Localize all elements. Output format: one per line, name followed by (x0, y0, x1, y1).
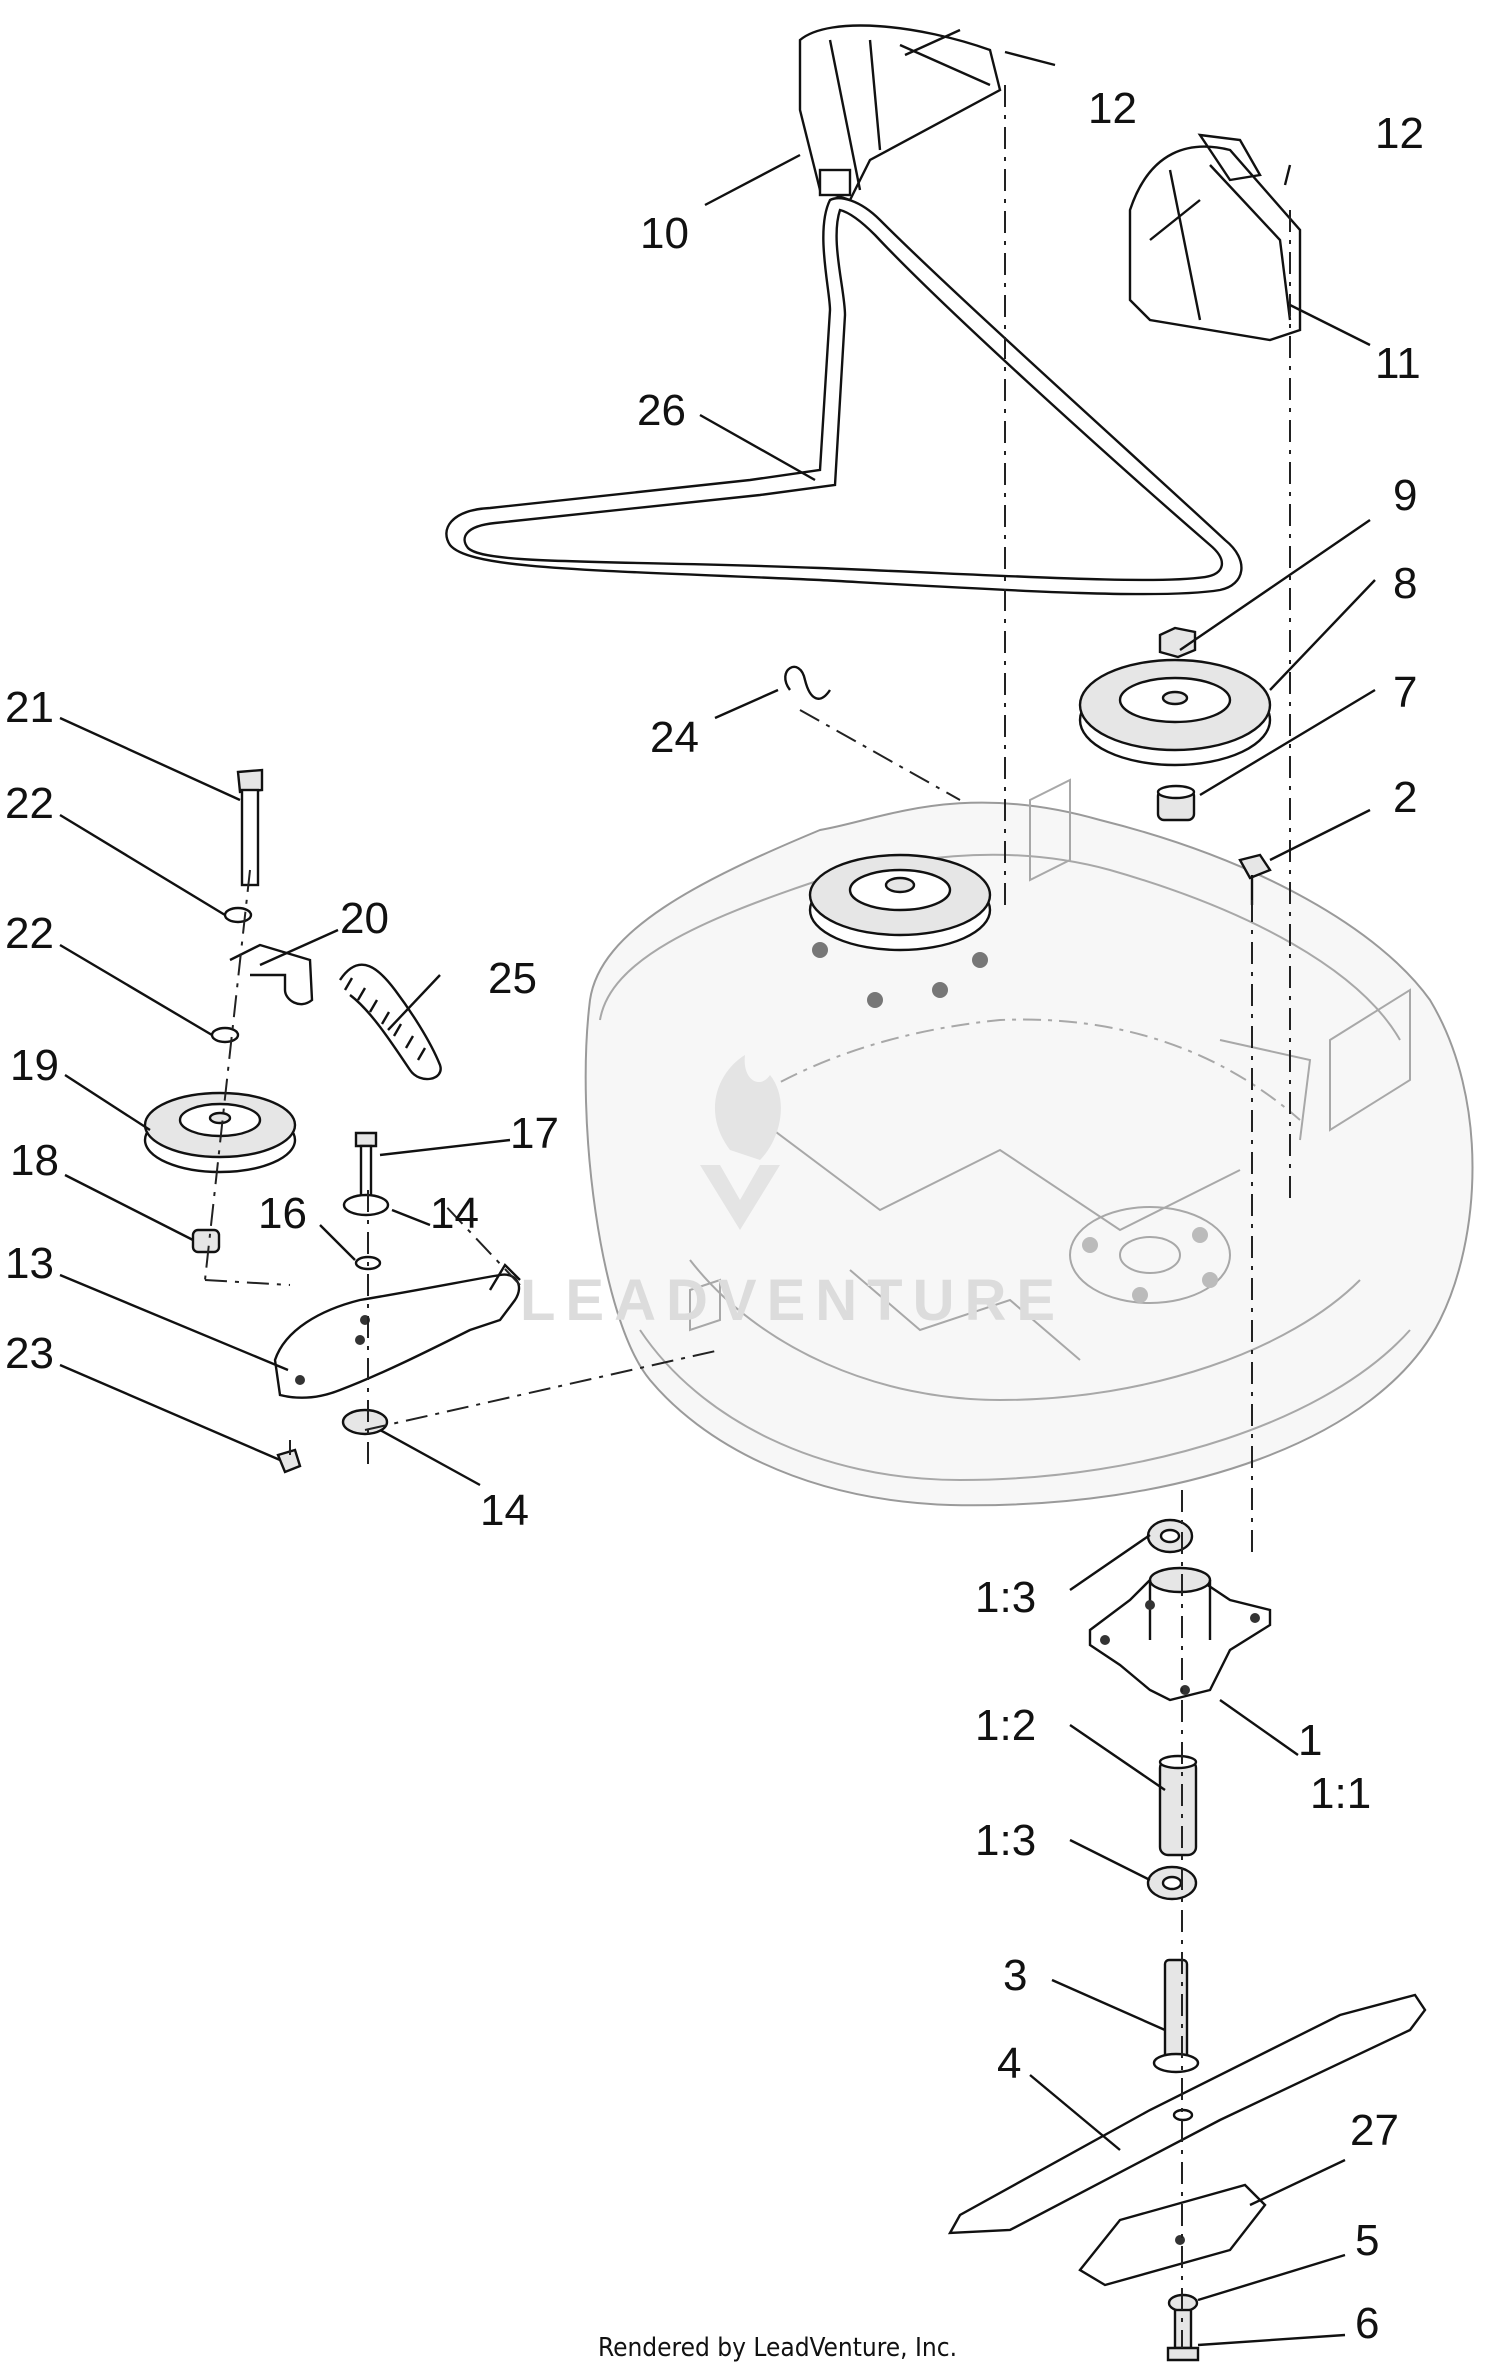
bolt-21 (236, 768, 264, 887)
spacer-18 (191, 1228, 221, 1254)
callout-5: 5 (1355, 2216, 1379, 2265)
callout-13: 13 (5, 1239, 54, 1288)
bolt-17 (354, 1131, 378, 1198)
callout-1-3-upper: 1:3 (975, 1573, 1036, 1622)
callout-11: 11 (1375, 339, 1421, 388)
footer-credit: Rendered by LeadVenture, Inc. (598, 2333, 957, 2363)
callout-3: 3 (1003, 1951, 1027, 2000)
callout-12-upper: 12 (1088, 84, 1137, 133)
callout-6: 6 (1355, 2299, 1379, 2348)
callout-2: 2 (1393, 773, 1417, 822)
idler-arm-13 (273, 1263, 521, 1399)
callout-17: 17 (510, 1109, 559, 1158)
hook-24 (784, 665, 831, 700)
callout-1-1: 1:1 (1310, 1769, 1371, 1818)
spindle-shaft-3 (1152, 1958, 1200, 2074)
callout-18: 18 (10, 1136, 59, 1185)
callout-4: 4 (997, 2039, 1021, 2088)
belt-cover-left (798, 24, 1002, 202)
callout-12-right: 12 (1375, 109, 1424, 158)
callout-1-2: 1:2 (975, 1701, 1036, 1750)
callout-14-lower: 14 (480, 1486, 529, 1535)
callout-22-lower: 22 (5, 909, 54, 958)
spring-25 (339, 963, 442, 1081)
callout-19: 19 (10, 1041, 59, 1090)
bracket-20 (229, 943, 314, 1006)
callout-22-upper: 22 (5, 779, 54, 828)
callout-7: 7 (1393, 668, 1417, 717)
callout-25: 25 (488, 954, 537, 1003)
callout-14-upper: 14 (430, 1189, 479, 1238)
callout-23: 23 (5, 1329, 54, 1378)
idler-pulley-upper (1078, 658, 1272, 767)
bolt-2 (1238, 853, 1272, 905)
callout-21: 21 (5, 683, 54, 732)
watermark-text: LEADVENTURE (520, 1268, 1065, 1333)
callout-8: 8 (1393, 559, 1417, 608)
washer-22-upper (223, 906, 253, 924)
washer-14-upper (342, 1193, 390, 1217)
deck-pulley (808, 853, 992, 1008)
belt-cover-right (1128, 133, 1302, 342)
callout-20: 20 (340, 894, 389, 943)
watermark: LEADVENTURE (520, 1055, 1065, 1333)
idler-pulley-19 (143, 1091, 297, 1174)
callout-10: 10 (640, 209, 689, 258)
callout-1: 1 (1298, 1716, 1322, 1765)
bolt-6 (1166, 2308, 1200, 2362)
washer-22-lower (210, 1026, 240, 1044)
blade-plate-27 (1078, 2183, 1267, 2287)
callout-9: 9 (1393, 471, 1417, 520)
spindle-housing-1 (1088, 1566, 1272, 1702)
bearing-1-3-upper (1146, 1518, 1194, 1554)
alignment-lines (204, 85, 1291, 2348)
spacer-7 (1156, 784, 1196, 822)
callout-1-3-lower: 1:3 (975, 1816, 1036, 1865)
bearing-1-3-lower (1146, 1865, 1198, 1901)
mower-deck (584, 778, 1474, 1507)
callout-labels: 12 12 10 11 26 9 8 7 24 2 21 22 20 22 25… (5, 84, 1424, 2348)
spacer-1-2 (1158, 1754, 1198, 1857)
callout-24: 24 (650, 713, 699, 762)
callout-26: 26 (637, 386, 686, 435)
v-belt (445, 197, 1243, 596)
nut-9 (1158, 626, 1197, 659)
callout-27: 27 (1350, 2106, 1399, 2155)
callout-16: 16 (258, 1189, 307, 1238)
leader-lines (59, 50, 1376, 2347)
